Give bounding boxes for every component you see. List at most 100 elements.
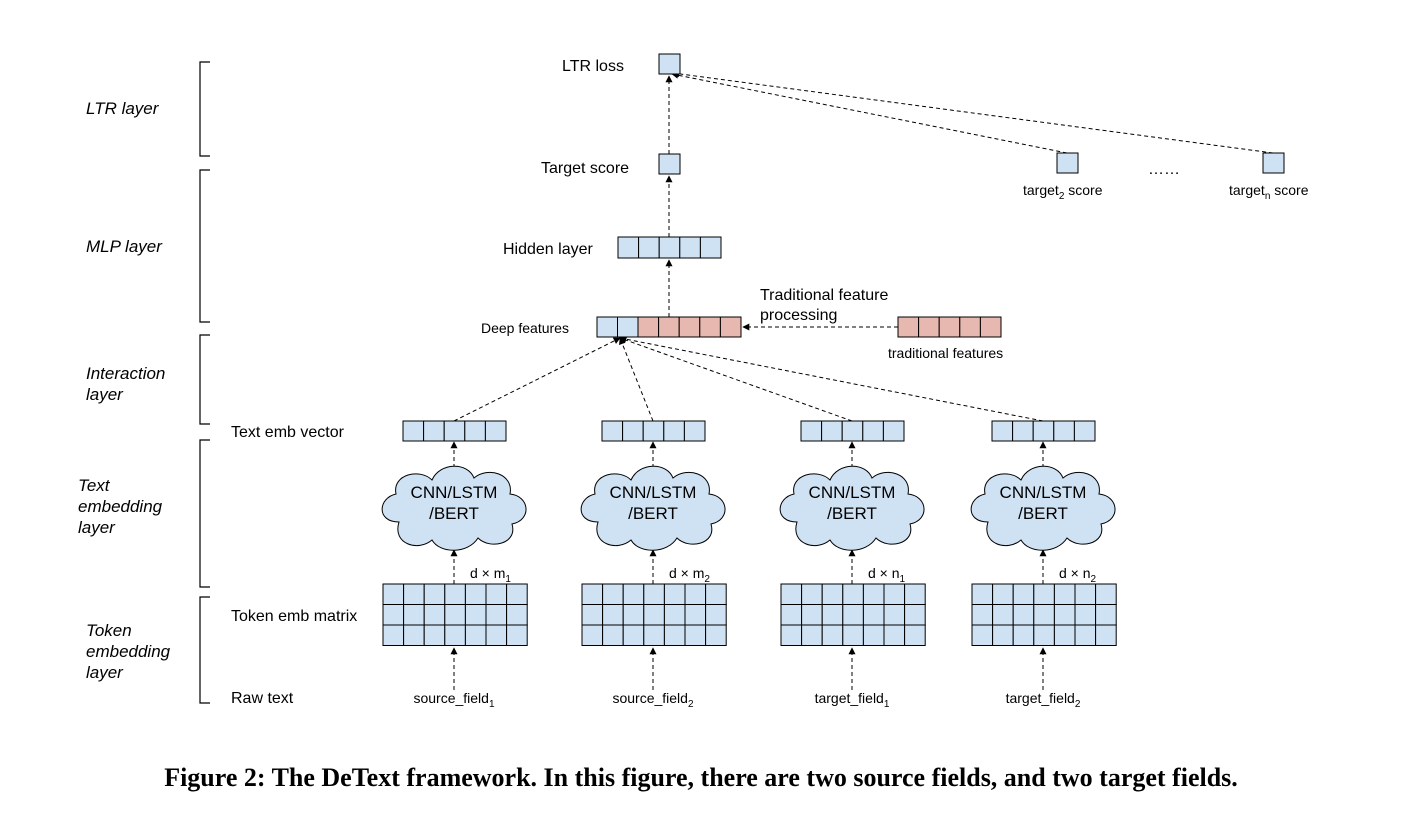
column-1-text-emb-vector-cell-3 [443,420,466,442]
column-3-encoder-line-1: CNN/LSTM [809,483,896,502]
layer-name-token-embedding: Token embedding layer [86,621,175,682]
column-2-token-matrix-row-1-cell-6 [684,583,707,605]
column-2-dim-label: d × m2 [669,565,710,585]
traditional-processing-label: Traditional feature processing [760,287,893,324]
column-4-dim-label-base: d × n [1059,565,1091,581]
column-3-field-label-base: target_field [815,690,884,706]
layer-name-ltr: LTR layer [86,99,160,118]
column-3-text-emb-vector-cell-5 [882,420,905,442]
column-2-token-matrix-row-3-cell-3 [622,624,645,646]
column-2-token-matrix-row-2-cell-7 [705,604,727,626]
column-2-text-emb-vector-cell-5 [683,420,706,442]
token-emb-matrix-label: Token emb matrix [231,608,357,625]
column-2-token-matrix-row-2-cell-1 [581,604,604,626]
bracket-text-embedding [199,439,210,588]
figure-caption: Figure 2: The DeText framework. In this … [164,763,1238,792]
layer-name-text-embedding: Text embedding layer [78,476,167,537]
column-1-token-matrix-row-3-cell-1 [382,624,405,646]
column-3-encoder-line-2: /BERT [827,504,877,523]
deep-features-red-cell-2 [658,316,680,338]
edge-targetn-to-loss [672,70,1274,154]
column-1-text-emb-vector-cell-1 [402,420,425,442]
column-1-token-matrix-row-3-cell-7 [506,624,528,646]
column-2-token-matrix-row-3-cell-6 [684,624,707,646]
column-2-token-matrix-row-1-cell-5 [663,583,686,605]
column-4-token-matrix-row-3-cell-5 [1053,624,1076,646]
targetn-score-label: targetn score [1229,182,1309,202]
column-3-token-matrix-row-2-cell-3 [821,604,844,626]
column-3-token-matrix-row-3-cell-4 [842,624,864,646]
column-4-token-matrix-row-2-cell-7 [1095,604,1117,626]
column-3-token-matrix-row-1-cell-5 [862,583,885,605]
column-3-encoder-label: CNN/LSTM/BERT [809,483,896,523]
hidden-layer-cell-3 [658,236,681,259]
hidden-layer-label: Hidden layer [503,241,594,258]
column-1-token-matrix-row-2-cell-2 [403,604,425,626]
column-4-token-matrix-row-3-cell-6 [1074,624,1097,646]
column-3-token-matrix-row-2-cell-7 [904,604,926,626]
ltr-loss-label: LTR loss [562,58,624,75]
column-2-token-matrix-row-2-cell-5 [663,604,686,626]
column-1-field-label-sub: 1 [489,699,495,710]
target2-score-label: target2 score [1023,182,1103,202]
column-2-token-matrix-row-3-cell-7 [705,624,727,646]
column-3-token-matrix-row-1-cell-4 [842,583,864,605]
deep-features-red-cell-1 [637,316,660,338]
column-4-token-matrix-row-3-cell-1 [971,624,994,646]
column-2-encoder-line-1: CNN/LSTM [610,483,697,502]
bracket-mlp [199,169,210,323]
layer-brackets [199,61,210,704]
column-4-token-matrix-row-2-cell-3 [1012,604,1035,626]
hidden-layer-cell-1 [617,236,640,259]
column-1-token-matrix-row-1-cell-1 [382,583,405,605]
edge-target2-to-loss [671,71,1068,154]
column-4-token-matrix-row-1-cell-6 [1074,583,1097,605]
column-4-token-matrix-row-3-cell-3 [1012,624,1035,646]
column-1-text-emb-vector-cell-4 [464,420,486,442]
column-2-dim-label-base: d × m [669,565,704,581]
column-4-token-matrix-row-3-cell-7 [1095,624,1117,646]
column-2-text-emb-vector-cell-4 [663,420,685,442]
column-2-token-matrix-row-2-cell-6 [684,604,707,626]
column-1-token-matrix-row-1-cell-7 [506,583,528,605]
column-2-text-emb-vector-cell-3 [642,420,665,442]
column-2-field-label-sub: 2 [688,699,694,710]
column-1-token-matrix-row-1-cell-5 [464,583,487,605]
column-3-token-matrix-row-1-cell-1 [780,583,803,605]
target-score-cell [658,153,681,175]
column-3-token-matrix-row-3-cell-6 [883,624,906,646]
column-3-token-matrix-row-3-cell-1 [780,624,803,646]
traditional-features-label: traditional features [888,345,1003,361]
column-1-encoder-cloud [381,465,527,551]
ltr-loss-cell [658,53,681,75]
column-4-token-matrix-row-1-cell-4 [1033,583,1055,605]
column-3-field-label-sub: 1 [884,699,890,710]
raw-text-label: Raw text [231,690,294,707]
column-4-token-matrix-row-2-cell-5 [1053,604,1076,626]
target2-score-cell [1056,152,1079,174]
column-4-dim-label-sub: 2 [1091,574,1097,585]
column-4-field-label: target_field2 [1006,690,1081,710]
traditional-features-cell-1 [897,316,920,338]
column-4-token-matrix-row-2-cell-1 [971,604,994,626]
column-4-token-matrix-row-1-cell-7 [1095,583,1117,605]
column-3-token-matrix-row-3-cell-3 [821,624,844,646]
clouds [381,465,1116,551]
column-1-token-matrix-row-3-cell-2 [403,624,425,646]
column-4-token-matrix-row-1-cell-5 [1053,583,1076,605]
cells [382,53,1285,646]
column-1-encoder-line-2: /BERT [429,504,479,523]
column-3-text-emb-vector-cell-1 [800,420,823,442]
column-1-token-matrix-row-2-cell-3 [423,604,446,626]
deep-features-red-cell-3 [678,316,701,338]
column-3-token-matrix-row-3-cell-7 [904,624,926,646]
edges [450,70,1274,690]
column-3-token-matrix-row-1-cell-3 [821,583,844,605]
column-4-token-matrix-row-1-cell-3 [1012,583,1035,605]
column-2-token-matrix-row-2-cell-4 [643,604,665,626]
column-3-edge-vector-to-deep [619,336,853,422]
column-1-token-matrix-row-3-cell-6 [485,624,508,646]
column-4-field-label-sub: 2 [1075,699,1081,710]
column-2-token-matrix-row-1-cell-2 [602,583,624,605]
column-1-dim-label-sub: 1 [505,574,511,585]
